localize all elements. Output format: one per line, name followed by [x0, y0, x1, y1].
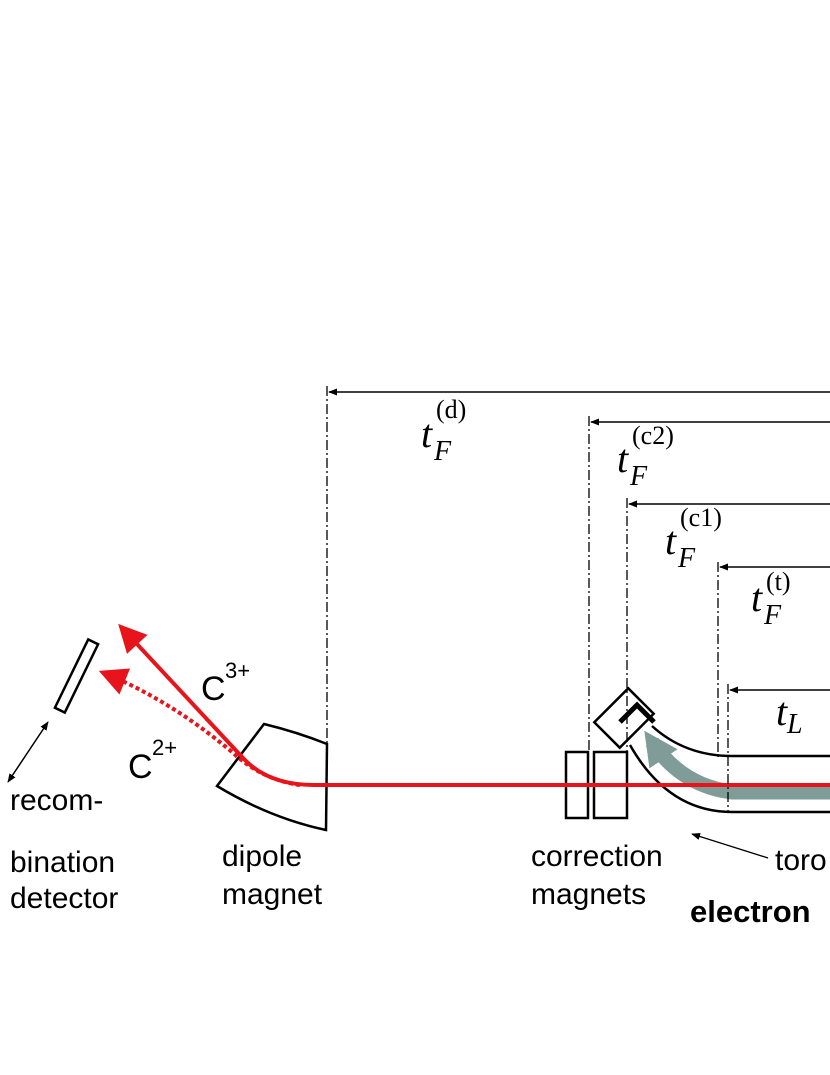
label-tf-c2: t F (c2): [617, 421, 674, 492]
svg-text:3+: 3+: [225, 658, 250, 683]
label-tf-c1: t F (c1): [665, 503, 722, 574]
svg-text:(c1): (c1): [680, 503, 722, 532]
svg-text:(t): (t): [766, 567, 791, 596]
label-tf-d: t F (d): [421, 395, 466, 467]
label-c3: C 3+: [201, 658, 250, 708]
ion-beam-c2: [98, 668, 301, 787]
label-electron-cooler: electron: [690, 894, 811, 929]
svg-text:C: C: [201, 670, 226, 708]
svg-text:t: t: [751, 575, 763, 620]
svg-text:t: t: [421, 411, 433, 456]
toroid-pointer: [691, 833, 769, 859]
label-detector: recom- bination detector: [10, 784, 123, 915]
reference-lines: [326, 386, 729, 812]
svg-text:(c2): (c2): [632, 421, 674, 450]
label-toroid: toro: [775, 844, 827, 877]
label-c2: C 2+: [128, 735, 177, 786]
svg-text:t: t: [617, 436, 629, 481]
svg-text:t: t: [776, 689, 788, 734]
label-correction-magnets: correction magnets: [531, 840, 671, 911]
svg-text:F: F: [629, 461, 648, 492]
label-tl: t L: [776, 689, 803, 740]
svg-text:L: L: [786, 709, 803, 740]
label-dipole-magnet: dipole magnet: [222, 840, 323, 911]
electron-beam: [644, 730, 830, 800]
svg-text:F: F: [433, 436, 452, 467]
svg-text:t: t: [665, 518, 677, 563]
svg-text:2+: 2+: [152, 735, 177, 760]
svg-text:F: F: [763, 600, 782, 631]
detector-plate: [53, 637, 100, 715]
detector-motion-arrow: [7, 721, 49, 783]
electron-gun-cathode: [618, 701, 656, 724]
recombination-detector: [7, 637, 100, 783]
time-arrows: [328, 388, 830, 694]
label-tf-t: t F (t): [751, 567, 791, 631]
svg-text:(d): (d): [436, 395, 466, 424]
svg-text:C: C: [128, 748, 153, 786]
svg-text:F: F: [677, 543, 696, 574]
